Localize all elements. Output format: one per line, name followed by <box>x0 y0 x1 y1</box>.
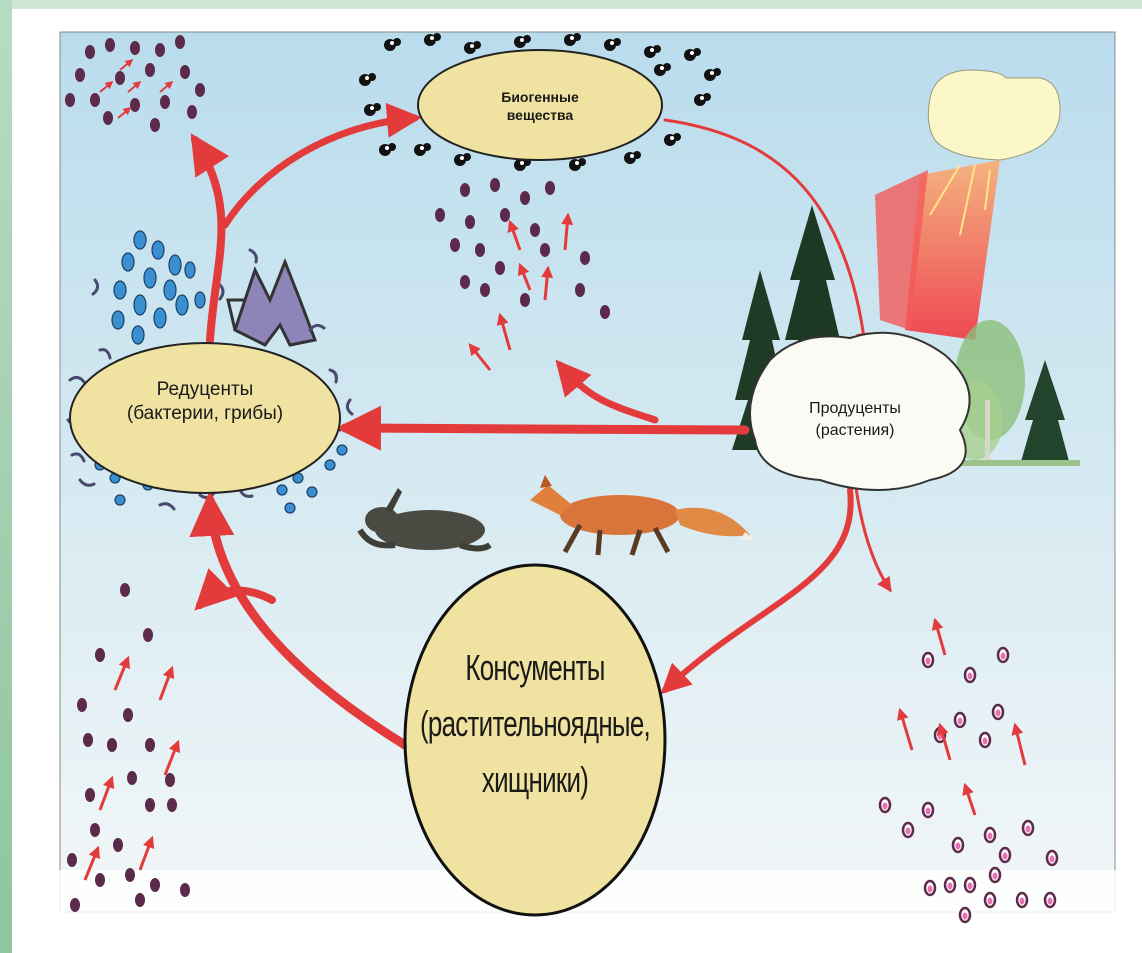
reducers-label: Редуценты (бактерии, грибы) <box>70 378 340 426</box>
reducers-line2: (бактерии, грибы) <box>127 402 283 426</box>
consumers-line2: (растительноядные, <box>420 696 650 752</box>
consumers-line3: хищники) <box>482 752 588 808</box>
consumers-line1: Консументы <box>465 640 604 696</box>
consumers-label: Консументы (растительноядные, хищники) <box>438 640 632 808</box>
biogenic-label: Биогенные вещества <box>420 88 660 124</box>
producers-line1: Продуценты <box>809 398 901 420</box>
biogenic-line2: вещества <box>507 106 573 124</box>
producers-label: Продуценты (растения) <box>760 398 950 442</box>
biogenic-line1: Биогенные <box>501 88 579 106</box>
arrow-producers-to-reducers <box>345 428 745 430</box>
reducers-line1: Редуценты <box>157 378 254 402</box>
producers-line2: (растения) <box>816 420 895 442</box>
